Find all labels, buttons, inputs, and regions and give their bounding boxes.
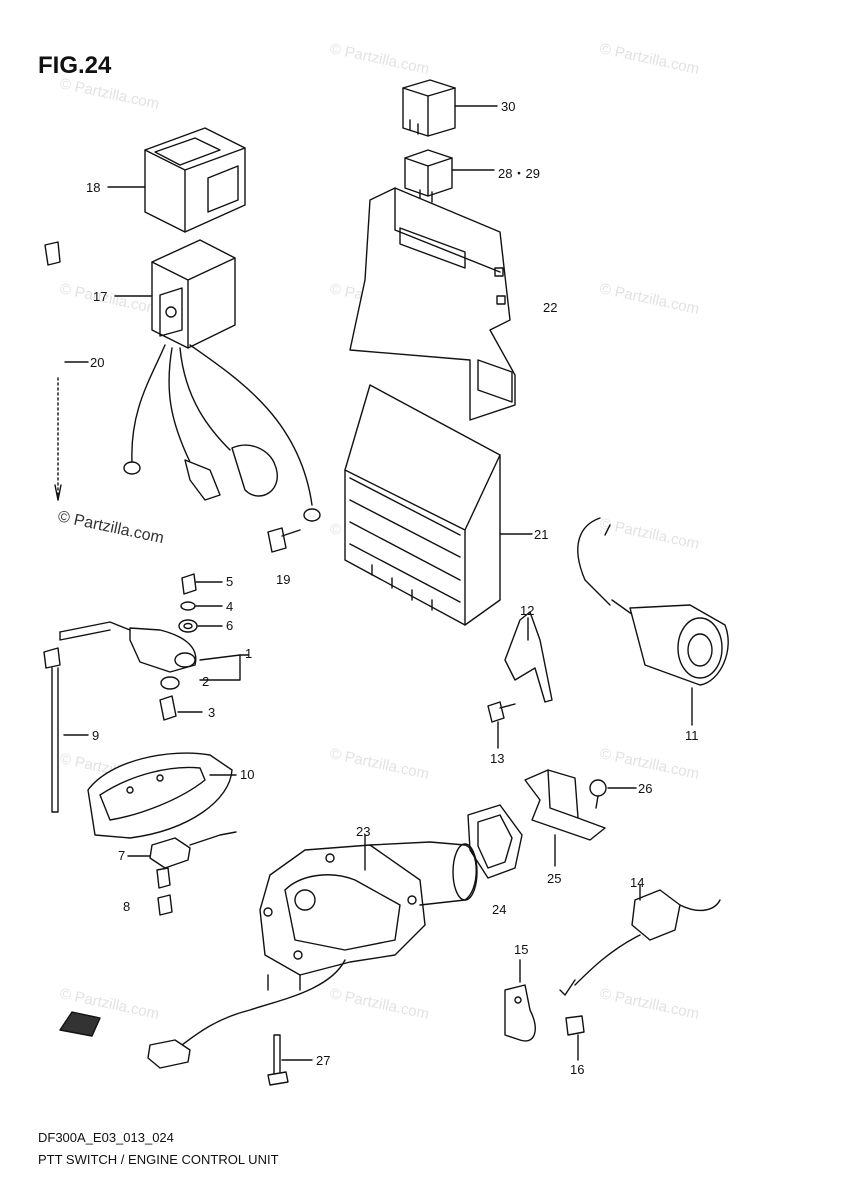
unit-17 — [45, 240, 320, 521]
figure-title: FIG.24 — [38, 52, 112, 79]
callout-2: 2 — [202, 674, 210, 689]
bolt-13 — [488, 702, 515, 748]
figure-code: DF300A_E03_013_024 — [38, 1130, 174, 1145]
cover-18 — [108, 128, 245, 232]
callout-16: 16 — [570, 1062, 585, 1077]
callout-12: 12 — [520, 603, 535, 618]
callout-27: 27 — [316, 1053, 331, 1068]
callout-18: 18 — [86, 180, 101, 195]
callout-26: 26 — [638, 781, 653, 796]
callout-10: 10 — [240, 767, 255, 782]
grommet-24 — [468, 805, 522, 878]
callout-9: 9 — [92, 728, 100, 743]
callout-28-29: 28・29 — [498, 166, 540, 181]
washer-4 — [181, 602, 222, 610]
cable-tie-20 — [55, 362, 88, 500]
screw-8 — [157, 868, 172, 915]
bolt-27 — [268, 1035, 312, 1085]
callout-6: 6 — [226, 618, 234, 633]
figure-caption: PTT SWITCH / ENGINE CONTROL UNIT — [38, 1152, 279, 1167]
clamp-15 — [505, 960, 535, 1041]
callout-14: 14 — [630, 875, 645, 890]
callout-15: 15 — [514, 942, 529, 957]
bolt-26 — [590, 780, 636, 808]
switch-7 — [128, 832, 236, 868]
switch-11 — [578, 518, 728, 725]
relay-28-29 — [405, 150, 494, 202]
callout-13: 13 — [490, 751, 505, 766]
bracket-12 — [505, 612, 552, 702]
screw-5 — [182, 574, 222, 594]
callout-3: 3 — [208, 705, 216, 720]
forward-direction-icon — [60, 1012, 100, 1036]
callout-4: 4 — [226, 599, 234, 614]
callout-24: 24 — [492, 902, 507, 917]
callout-20: 20 — [90, 355, 105, 370]
ecu-cover-22 — [350, 188, 515, 420]
harness-14 — [560, 885, 720, 995]
callout-11: 11 — [685, 728, 699, 743]
ptt-motor-23 — [148, 835, 477, 1068]
screw-16 — [566, 1016, 584, 1060]
washer-6 — [179, 620, 222, 632]
bracket-25 — [525, 770, 605, 866]
clip-3 — [160, 696, 202, 720]
callout-17: 17 — [93, 289, 108, 304]
callout-23: 23 — [356, 824, 371, 839]
callout-7: 7 — [118, 848, 126, 863]
cable-tie-9 — [44, 648, 88, 812]
callout-21: 21 — [534, 527, 549, 542]
callout-19: 19 — [276, 572, 291, 587]
relay-30 — [403, 80, 497, 136]
cover-10 — [88, 753, 236, 838]
bolt-19 — [268, 528, 300, 552]
ecu-21 — [345, 385, 532, 625]
callout-8: 8 — [123, 899, 131, 914]
callout-25: 25 — [547, 871, 562, 886]
sensor-1 — [60, 622, 248, 689]
callout-22: 22 — [543, 300, 558, 315]
callout-5: 5 — [226, 574, 234, 589]
callout-30: 30 — [501, 99, 516, 114]
callout-1: 1 — [245, 646, 253, 661]
